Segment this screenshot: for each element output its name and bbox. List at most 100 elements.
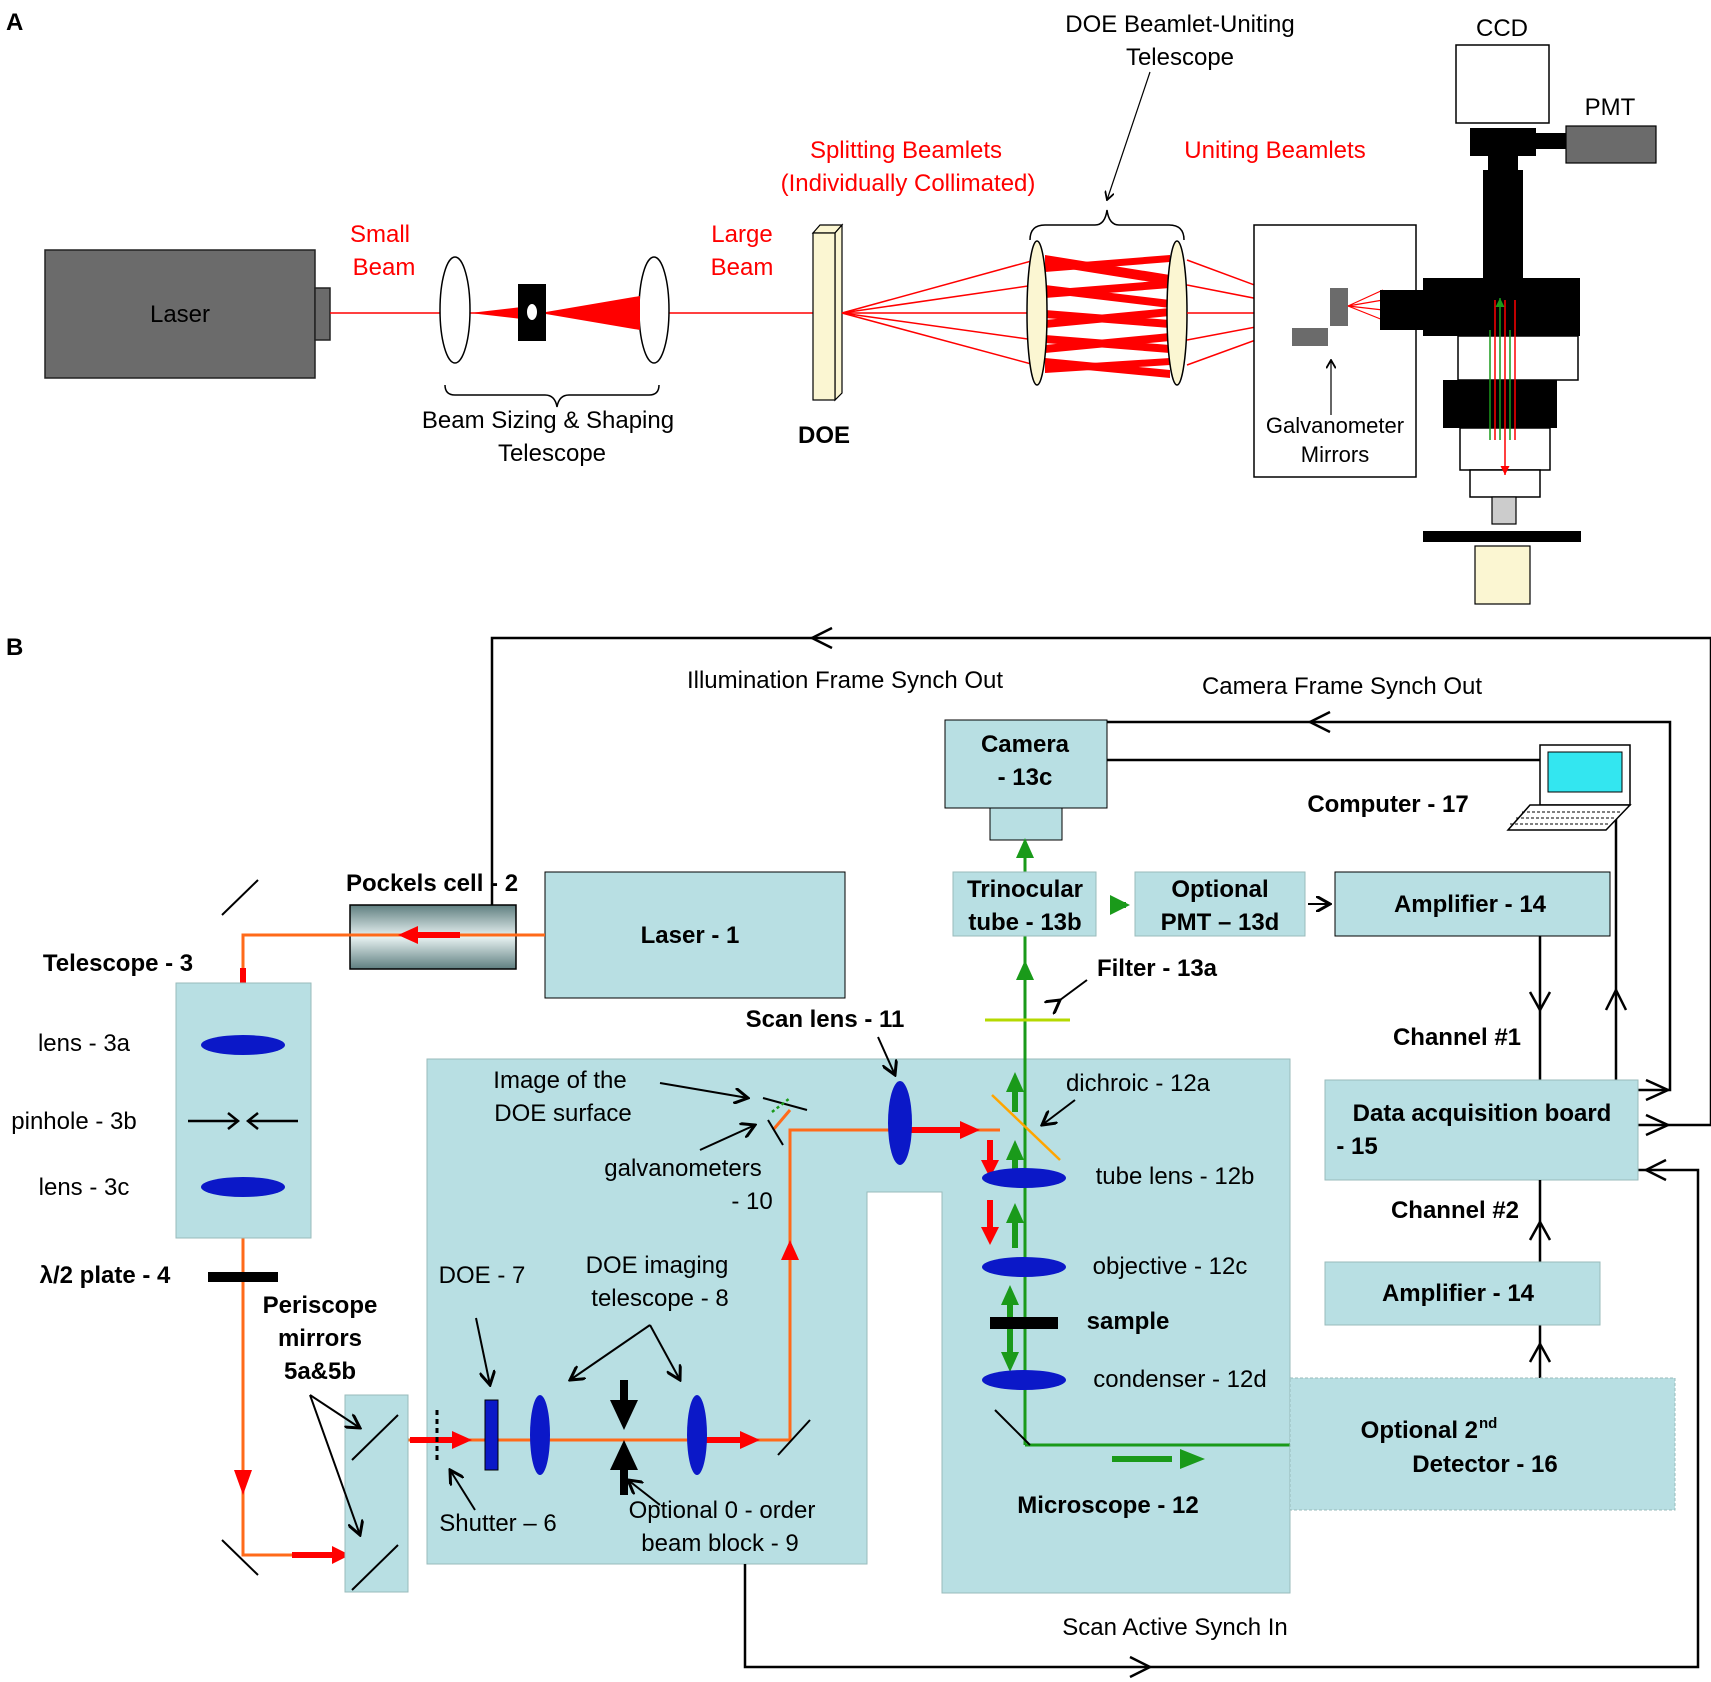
camera-synch-label: Camera Frame Synch Out: [1202, 673, 1482, 700]
amplifier-1-label: Amplifier - 14: [1394, 891, 1547, 918]
filter-label: Filter - 13a: [1097, 955, 1218, 982]
trinocular-label-2: tube - 13b: [968, 909, 1081, 936]
laser-a-label: Laser: [150, 301, 210, 328]
galvo-label-2: Mirrors: [1301, 442, 1369, 467]
ccd-label: CCD: [1476, 15, 1528, 42]
beamlets-into-scope: [1347, 289, 1384, 321]
halfwave-label: λ/2 plate - 4: [40, 1262, 171, 1289]
laser-a: Laser: [44, 249, 331, 379]
periscope-label-2: mirrors: [278, 1325, 362, 1352]
doe7-label: DOE - 7: [439, 1262, 526, 1289]
telescope-label: Telescope - 3: [43, 950, 193, 977]
pmt-label: PMT: [1585, 94, 1636, 121]
opt-2nd-label-2: Detector - 16: [1412, 1451, 1557, 1478]
trinocular-label-1: Trinocular: [967, 876, 1083, 903]
scan-lens-label: Scan lens - 11: [746, 1006, 905, 1033]
objective-12c: [982, 1257, 1066, 1277]
dichroic-12a: [991, 1094, 1061, 1161]
doe-telescope-pointer: [1107, 71, 1151, 200]
opt-pmt-label-2: PMT – 13d: [1161, 909, 1280, 936]
scan-lens-pointer: [877, 1036, 895, 1075]
laser-1-label: Laser - 1: [641, 922, 740, 949]
channel-2-line: [1528, 1180, 1552, 1378]
channel-1-line: [1528, 936, 1552, 1080]
dichroic-label: dichroic - 12a: [1066, 1070, 1211, 1097]
channel2-label: Channel #2: [1391, 1197, 1519, 1224]
tube-lens-12b: [982, 1168, 1066, 1188]
galvanometers-label-1: galvanometers: [604, 1155, 761, 1182]
galvanometer-box: [1253, 224, 1417, 478]
large-beam-label-1: Large: [711, 221, 772, 248]
lens-3c: [201, 1177, 285, 1197]
panel-b-label: B: [6, 634, 23, 661]
doe-imaging-label-1: DOE imaging: [586, 1252, 729, 1279]
imaging-lens-2: [687, 1395, 707, 1475]
large-beam-label-2: Beam: [711, 254, 774, 281]
trinocular-box: [952, 871, 1097, 937]
doe-telescope-label-2: Telescope: [1126, 44, 1234, 71]
synch-arrows: [809, 626, 1672, 1679]
splitting-label-2: (Individually Collimated): [781, 170, 1036, 197]
amplifier-1-box: [1334, 871, 1611, 937]
sample-slab: [990, 1317, 1058, 1329]
condenser-12d: [982, 1370, 1066, 1390]
beam-sizing-label-2: Telescope: [498, 440, 606, 467]
doe-7: [484, 1399, 499, 1471]
doe-imaging-label-2: telescope - 8: [591, 1285, 728, 1312]
camera-13c: [944, 719, 1108, 841]
doe-a-label: DOE: [798, 422, 850, 449]
periscope-label-3: 5a&5b: [284, 1358, 356, 1385]
opt-2nd-label-1: Optional 2: [1361, 1417, 1478, 1444]
pinhole-label: pinhole - 3b: [11, 1108, 136, 1135]
daq-label-2: - 15: [1336, 1133, 1377, 1160]
objective-label: objective - 12c: [1093, 1253, 1248, 1280]
microscope-a: [1380, 44, 1657, 605]
opt-2nd-detector: [1289, 1377, 1676, 1511]
pinhole-3b: [188, 1112, 298, 1130]
lens-3a: [201, 1035, 285, 1055]
imaging-lens-1: [530, 1395, 550, 1475]
green-arrows: [1001, 838, 1205, 1469]
doe-uniting-telescope: [1026, 209, 1188, 386]
optics-region: [426, 1058, 1291, 1594]
image-doe-label-2: DOE surface: [494, 1100, 631, 1127]
camera-label-1: Camera: [981, 731, 1070, 758]
periscope-label-1: Periscope: [263, 1292, 378, 1319]
camera-label-2: - 13c: [998, 764, 1053, 791]
computer-label: Computer - 17: [1307, 791, 1468, 818]
beam-block-9: [610, 1380, 638, 1495]
condenser-label: condenser - 12d: [1093, 1366, 1266, 1393]
amplifier-2-label: Amplifier - 14: [1382, 1280, 1535, 1307]
amplifier-2-box: [1324, 1261, 1601, 1326]
small-beam-label-1: Small: [350, 221, 410, 248]
mirror-telescope-top: [221, 879, 259, 916]
tube-lens-label: tube lens - 12b: [1096, 1163, 1255, 1190]
opt-pmt-label-1: Optional: [1171, 876, 1268, 903]
galvanometers-label-2: - 10: [731, 1188, 772, 1215]
microscope-label: Microscope - 12: [1017, 1492, 1198, 1519]
lens-3a-label: lens - 3a: [38, 1030, 131, 1057]
galvo-label-1: Galvanometer: [1266, 413, 1404, 438]
microscope-mirror: [994, 1409, 1031, 1446]
beam-block-label-1: Optional 0 - order: [629, 1497, 816, 1524]
beam-sizing-label-1: Beam Sizing & Shaping: [422, 407, 674, 434]
dichroic-pointer: [1042, 1099, 1076, 1125]
splitting-label-1: Splitting Beamlets: [810, 137, 1002, 164]
channel1-label: Channel #1: [1393, 1024, 1521, 1051]
filter-pointer: [1060, 979, 1088, 1000]
small-beam-label-2: Beam: [353, 254, 416, 281]
synch-lines: [490, 636, 1711, 1669]
galvanometers-10: [762, 1097, 808, 1146]
green-beam-path: [1023, 855, 1290, 1447]
doe-a: [811, 223, 844, 402]
halfwave-plate: [208, 1272, 278, 1282]
image-doe-label-1: Image of the: [493, 1067, 626, 1094]
laser-1-box: [544, 871, 846, 999]
doe-pointers: [450, 1317, 680, 1511]
mirror-after-imaging: [777, 1419, 811, 1456]
periscope-pointers: [309, 1394, 360, 1535]
scan-synch-label: Scan Active Synch In: [1062, 1614, 1287, 1641]
beam-block-label-2: beam block - 9: [641, 1530, 798, 1557]
lens-3c-label: lens - 3c: [39, 1174, 130, 1201]
